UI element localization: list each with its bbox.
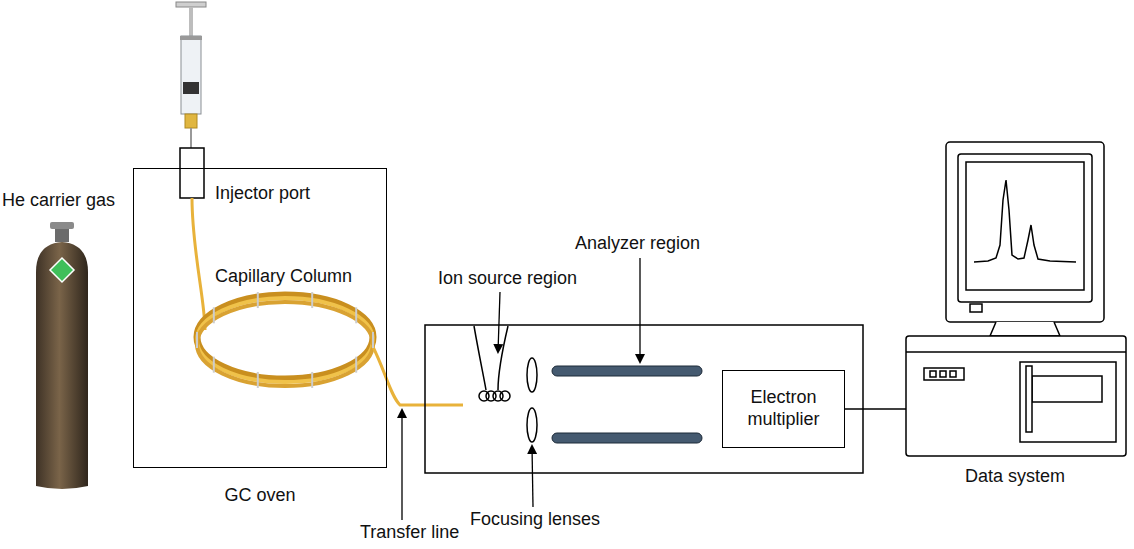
column-clips	[197, 292, 373, 388]
quadrupole-rod	[552, 366, 702, 443]
capillary-column	[192, 198, 463, 405]
ion-source-filament	[474, 326, 510, 401]
gc-oven: GC oven	[133, 168, 387, 468]
column-clip	[311, 372, 313, 388]
box-label: Electron multiplier	[729, 387, 838, 430]
ms-housing	[425, 325, 863, 473]
column-clip	[355, 357, 357, 373]
gas-cylinder	[36, 222, 88, 489]
column-clip	[257, 292, 259, 308]
focusing-lens	[527, 358, 537, 442]
column-clip	[372, 332, 374, 348]
data-system: Data system	[900, 140, 1130, 495]
column-clip	[355, 307, 357, 323]
computer-label: Data system	[900, 466, 1130, 488]
syringe	[176, 2, 206, 150]
column-clip	[311, 292, 313, 308]
signal-cable	[845, 408, 906, 410]
part-label: Ion source region	[438, 268, 577, 290]
part-label: Focusing lenses	[470, 509, 600, 531]
computer-illustration	[900, 140, 1130, 460]
oven-label: GC oven	[134, 485, 386, 507]
part-label: Analyzer region	[575, 233, 700, 255]
column-clip	[257, 372, 259, 388]
column-clip	[196, 332, 198, 348]
column-clip	[213, 357, 215, 373]
gas-label: He carrier gas	[2, 190, 115, 212]
part-label: Capillary Column	[215, 266, 352, 288]
leader-arrow	[402, 258, 640, 520]
part-label: Injector port	[215, 183, 310, 205]
electron-multiplier-box: Electron multiplier	[722, 370, 845, 448]
injector-port	[180, 148, 204, 198]
part-label: Transfer line	[360, 522, 459, 544]
column-clip	[213, 307, 215, 323]
